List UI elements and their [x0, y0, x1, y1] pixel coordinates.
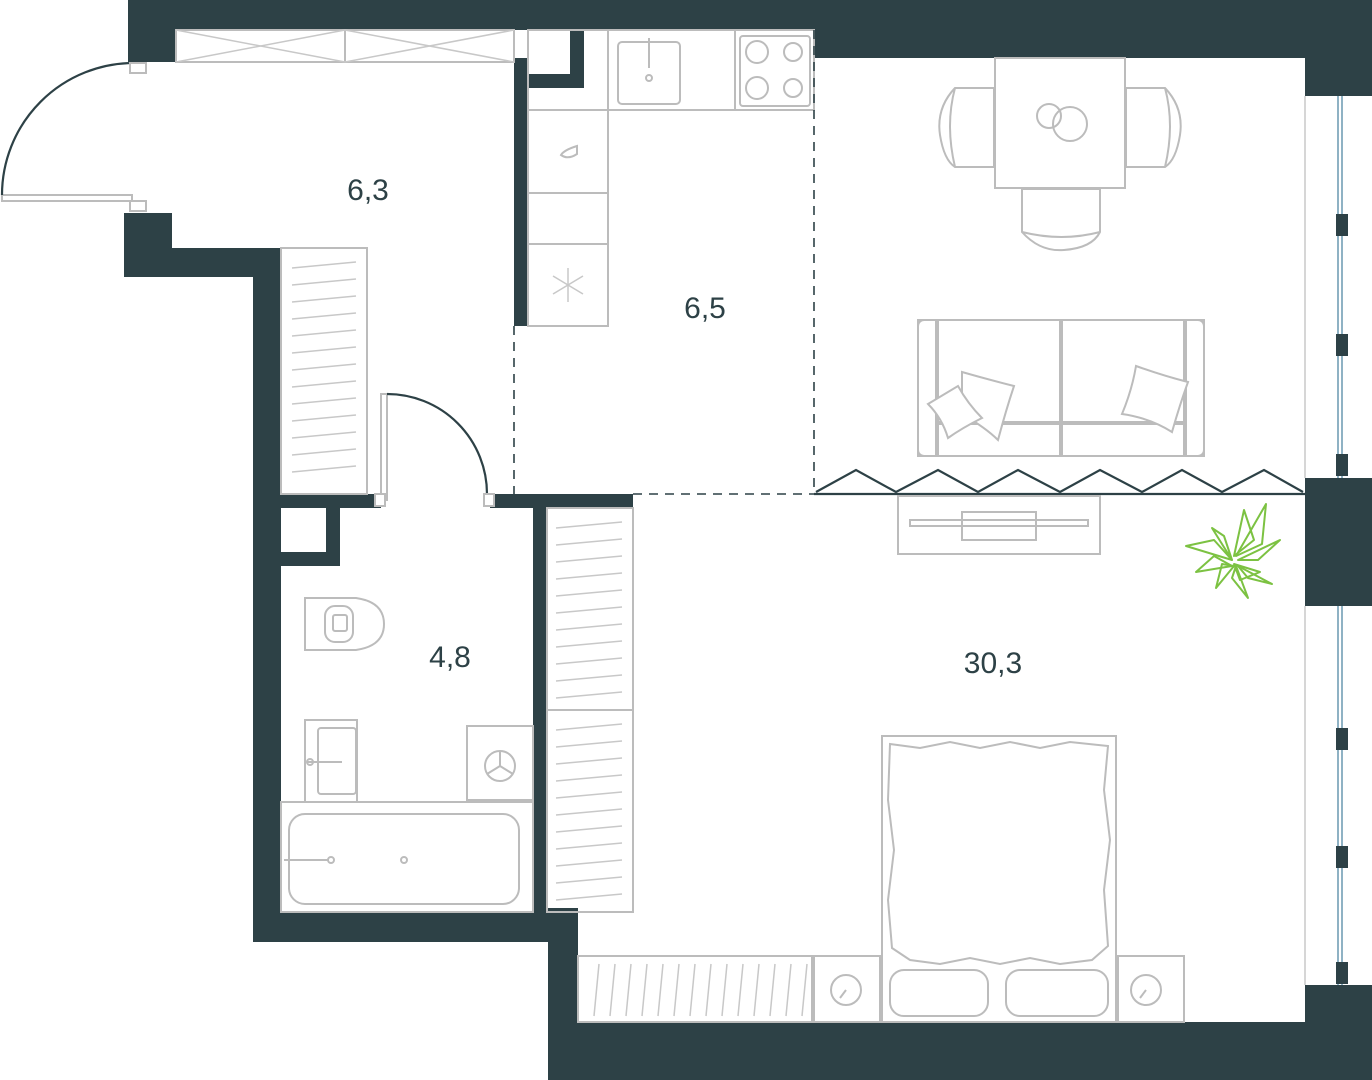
wall-hall-kitchen: [514, 58, 528, 326]
hall-wardrobe-top: [175, 29, 515, 63]
dining-chair-left: [938, 87, 995, 168]
hallway-area-label: 6,3: [347, 174, 389, 207]
kitchen-area-label: 6,5: [684, 292, 726, 325]
wardrobe-bedroom-bottom: [577, 955, 813, 1023]
wall-bottom-bath: [253, 912, 578, 942]
bathroom-area-label: 4,8: [429, 641, 471, 674]
bed: [881, 735, 1117, 1023]
dining-chair-bottom: [1021, 188, 1101, 252]
bathtub-icon: [280, 801, 534, 913]
wall-bath-shaft-bottom: [253, 552, 340, 566]
tv-stand: [897, 495, 1101, 555]
wardrobe-bedroom-side: [546, 507, 634, 913]
cooktop-icon: [739, 35, 811, 107]
wall-bath-top-left: [253, 494, 381, 508]
freezer-snowflake-icon: [552, 268, 584, 302]
window-right-lower: [1304, 606, 1348, 985]
curtain-divider: [814, 468, 1305, 496]
nightstand-left: [813, 955, 881, 1023]
washing-machine-icon: [466, 725, 534, 801]
dining-table: [994, 57, 1126, 189]
wall-top-right: [814, 0, 1372, 58]
plant-icon: [1185, 503, 1281, 599]
window-right-upper: [1304, 96, 1348, 478]
wall-left-bath: [253, 248, 281, 942]
sofa: [917, 319, 1205, 457]
hall-wardrobe-side: [280, 247, 368, 495]
sink-icon: [617, 38, 681, 105]
walls: [124, 0, 1372, 1080]
wall-right-top: [1305, 0, 1372, 96]
living-area-label: 30,3: [964, 647, 1022, 680]
bathroom-door: [374, 392, 495, 507]
toilet-icon: [304, 597, 386, 651]
dishwasher-drop-icon: [559, 144, 578, 159]
wall-left-hall: [124, 248, 281, 277]
wall-kitchen-shaft-side: [570, 30, 584, 88]
wall-bottom-right: [548, 1022, 1372, 1080]
entrance-door: [0, 61, 147, 212]
wall-bath-top-right: [490, 494, 633, 508]
wall-right-mid: [1305, 478, 1372, 606]
nightstand-right: [1117, 955, 1185, 1023]
wall-bath-shaft-side: [326, 494, 340, 566]
bathroom-sink-icon: [304, 719, 358, 803]
wall-bath-living: [533, 494, 547, 914]
wall-top-left-corner: [128, 0, 176, 62]
dining-chair-right: [1125, 87, 1182, 168]
